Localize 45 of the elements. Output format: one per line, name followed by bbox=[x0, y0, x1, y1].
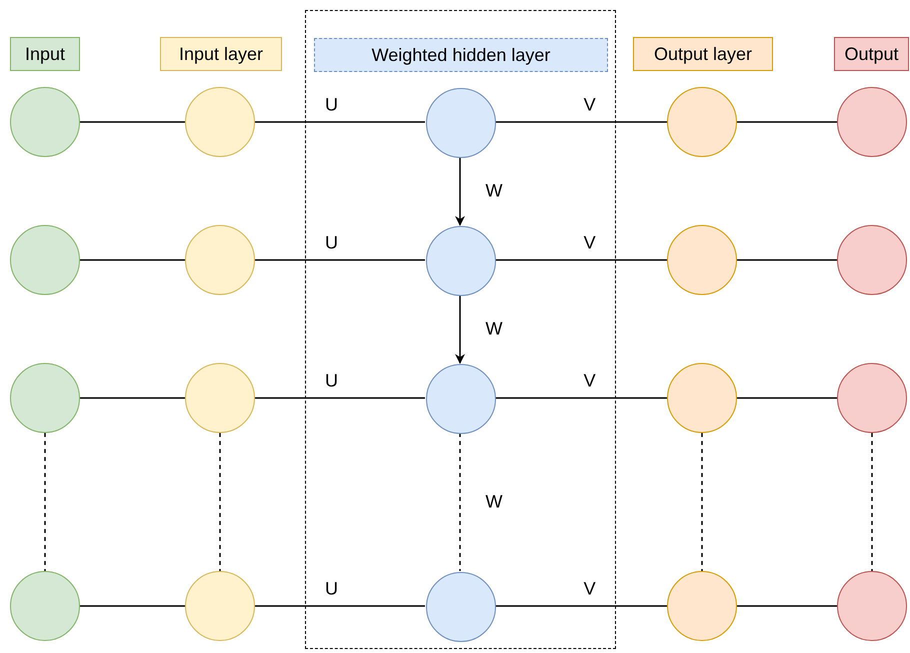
connector-line bbox=[737, 121, 837, 123]
edge-label: V bbox=[584, 370, 596, 392]
edge-label: U bbox=[325, 232, 338, 254]
arrow bbox=[455, 157, 465, 226]
layer-header bbox=[633, 37, 773, 71]
edge-label: W bbox=[486, 180, 502, 202]
edge-label: V bbox=[584, 578, 596, 600]
connector-line bbox=[495, 605, 667, 607]
connector-line bbox=[255, 605, 425, 607]
connector-line bbox=[495, 259, 667, 261]
connector-line bbox=[737, 605, 837, 607]
edge-label: V bbox=[584, 94, 596, 116]
dashed-connector bbox=[701, 433, 703, 571]
connector-line bbox=[737, 259, 837, 261]
arrow bbox=[455, 295, 465, 364]
connector-line bbox=[255, 397, 425, 399]
connector-line bbox=[495, 397, 667, 399]
edge-label: V bbox=[584, 232, 596, 254]
connector-line bbox=[80, 605, 185, 607]
header-label: Weighted hidden layer bbox=[372, 44, 550, 66]
layer-header bbox=[834, 37, 909, 71]
header-label: Input layer bbox=[178, 44, 264, 64]
dashed-connector bbox=[871, 433, 873, 571]
header-label: Output layer bbox=[654, 44, 752, 64]
dashed-group-frame bbox=[305, 10, 616, 649]
header-label: Output bbox=[844, 44, 899, 64]
edge-label: W bbox=[486, 318, 502, 340]
connector-line bbox=[80, 397, 185, 399]
connector-line bbox=[80, 121, 185, 123]
edge-label: W bbox=[486, 492, 502, 512]
edge-label: U bbox=[325, 578, 338, 600]
edge-label: U bbox=[325, 94, 338, 116]
edge-label: U bbox=[325, 370, 338, 392]
connector-line bbox=[80, 259, 185, 261]
header-label: Input bbox=[24, 44, 66, 64]
connector-line bbox=[737, 397, 837, 399]
connector-line bbox=[495, 121, 667, 123]
layer-header bbox=[10, 37, 80, 71]
connector-line bbox=[255, 121, 425, 123]
layer-header bbox=[314, 38, 608, 72]
dashed-connector bbox=[459, 433, 461, 571]
connector-line bbox=[255, 259, 425, 261]
dashed-connector bbox=[219, 433, 221, 571]
dashed-connector bbox=[44, 433, 46, 571]
layer-header bbox=[160, 37, 282, 71]
